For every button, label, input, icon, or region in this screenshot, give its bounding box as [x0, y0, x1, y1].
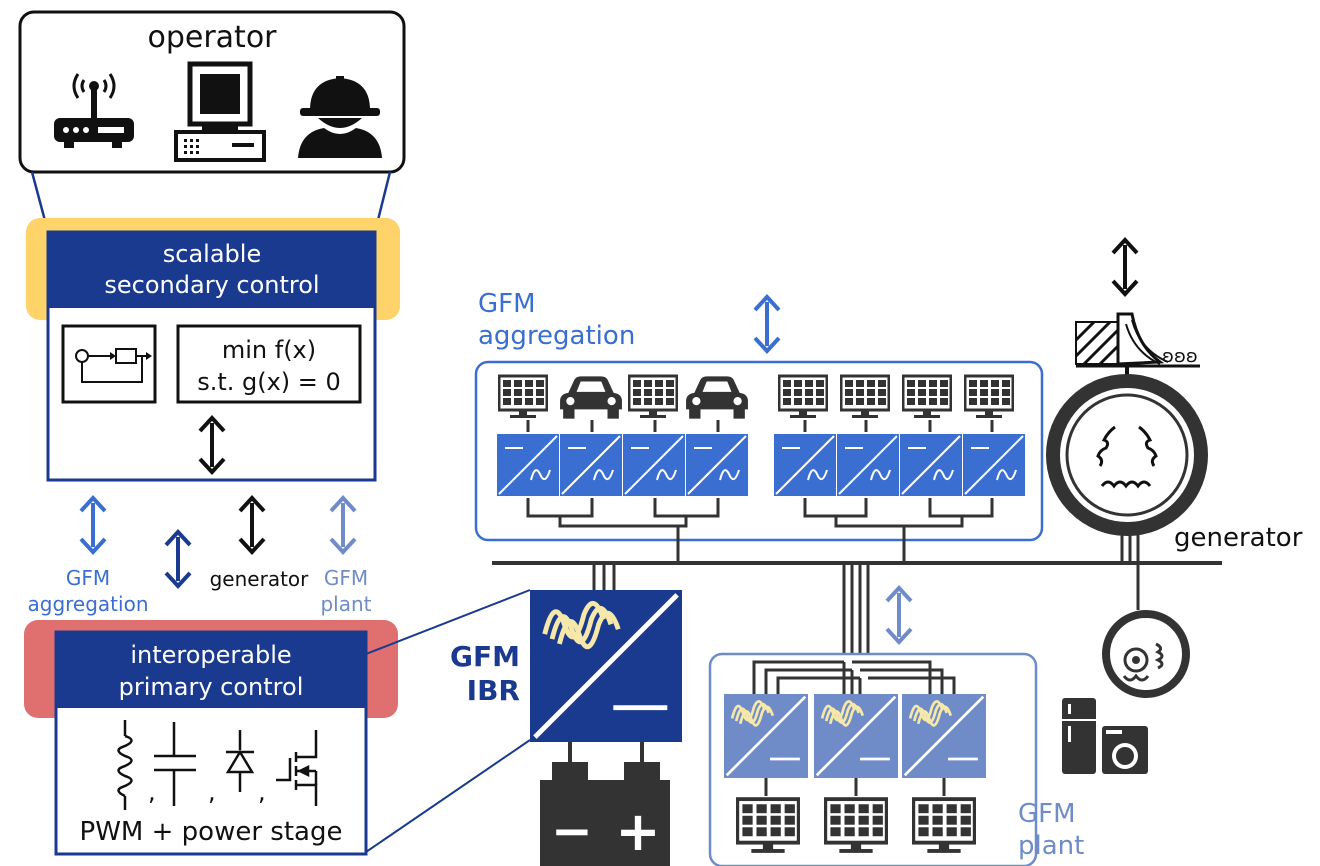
optimization-box — [176, 324, 362, 404]
comma-2: , — [208, 778, 216, 806]
secondary-header — [48, 232, 375, 308]
battery-minus: − — [551, 802, 593, 860]
generator-comm-arrow — [240, 498, 264, 552]
secondary-title-line1: scalable — [163, 240, 261, 268]
battery-plus: + — [615, 800, 660, 863]
primary-comm-arrow — [166, 532, 190, 586]
generator-label-small: generator — [210, 567, 310, 591]
comma-1: , — [148, 778, 156, 806]
battery-icon: − + — [540, 762, 670, 866]
gfm-aggregation-label-small-2: aggregation — [28, 592, 149, 616]
gfm-plant-label-2: plant — [1018, 831, 1084, 861]
capacitor-icon — [154, 722, 196, 806]
gfm-ibr-inverter-icon — [530, 590, 682, 742]
gfm-aggregation-label-small-1: GFM — [66, 566, 110, 590]
primary-title-line1: interoperable — [130, 641, 291, 669]
gfm-aggregation-label-2: aggregation — [478, 321, 635, 351]
plant-inverter-icon — [814, 694, 898, 778]
plant-inverter-icon — [902, 694, 986, 778]
computer-icon — [174, 61, 266, 162]
inductor-icon — [117, 720, 133, 810]
inverter-icon — [560, 432, 622, 498]
optimization-objective: min f(x) — [222, 336, 316, 364]
gfm-plant-label-small-2: plant — [320, 592, 371, 616]
plant-comm-arrow — [331, 498, 355, 552]
comma-3: , — [258, 778, 266, 806]
gfm-plant-label-small-1: GFM — [324, 566, 368, 590]
primary-title-line2: primary control — [119, 673, 304, 701]
aggregation-devices — [497, 374, 1025, 563]
washing-machine-icon — [1102, 726, 1148, 774]
generator-label: generator — [1174, 523, 1303, 553]
power-stage-label: PWM + power stage — [80, 817, 343, 847]
inverter-icon — [837, 432, 899, 498]
inverter-icon — [623, 432, 685, 498]
plant-inverter-icon — [724, 694, 808, 778]
operator-title: operator — [147, 20, 277, 55]
hydro-dam-icon: ʚʚʚ — [1074, 312, 1200, 368]
gfm-plant-label-1: GFM — [1018, 799, 1076, 829]
router-icon — [54, 73, 134, 148]
inverter-icon — [497, 432, 559, 498]
generator-icon — [1046, 374, 1208, 536]
gfm-ibr-label-2: IBR — [467, 674, 520, 707]
inverter-icon — [774, 432, 836, 498]
svg-text:ʚʚʚ: ʚʚʚ — [1162, 346, 1198, 367]
gfm-aggregation-label-1: GFM — [478, 289, 536, 319]
aggregation-comm-arrow — [81, 498, 105, 552]
optimization-constraint: s.t. g(x) = 0 — [197, 368, 341, 396]
inverter-icon — [963, 432, 1025, 498]
gfm-ibr-label-1: GFM — [450, 640, 520, 673]
generator-arrow — [1113, 240, 1137, 294]
feedback-loop-icon — [61, 324, 157, 404]
inverter-icon — [900, 432, 962, 498]
secondary-title-line2: secondary control — [104, 271, 319, 299]
motor-icon — [1102, 610, 1190, 698]
primary-header — [56, 632, 366, 708]
mosfet-icon — [276, 730, 318, 806]
diode-icon — [225, 730, 255, 792]
plant-arrow — [887, 588, 911, 642]
inverter-icon — [686, 432, 748, 498]
fridge-icon — [1062, 698, 1096, 774]
worker-icon — [298, 76, 382, 158]
aggregation-arrow — [755, 297, 779, 351]
